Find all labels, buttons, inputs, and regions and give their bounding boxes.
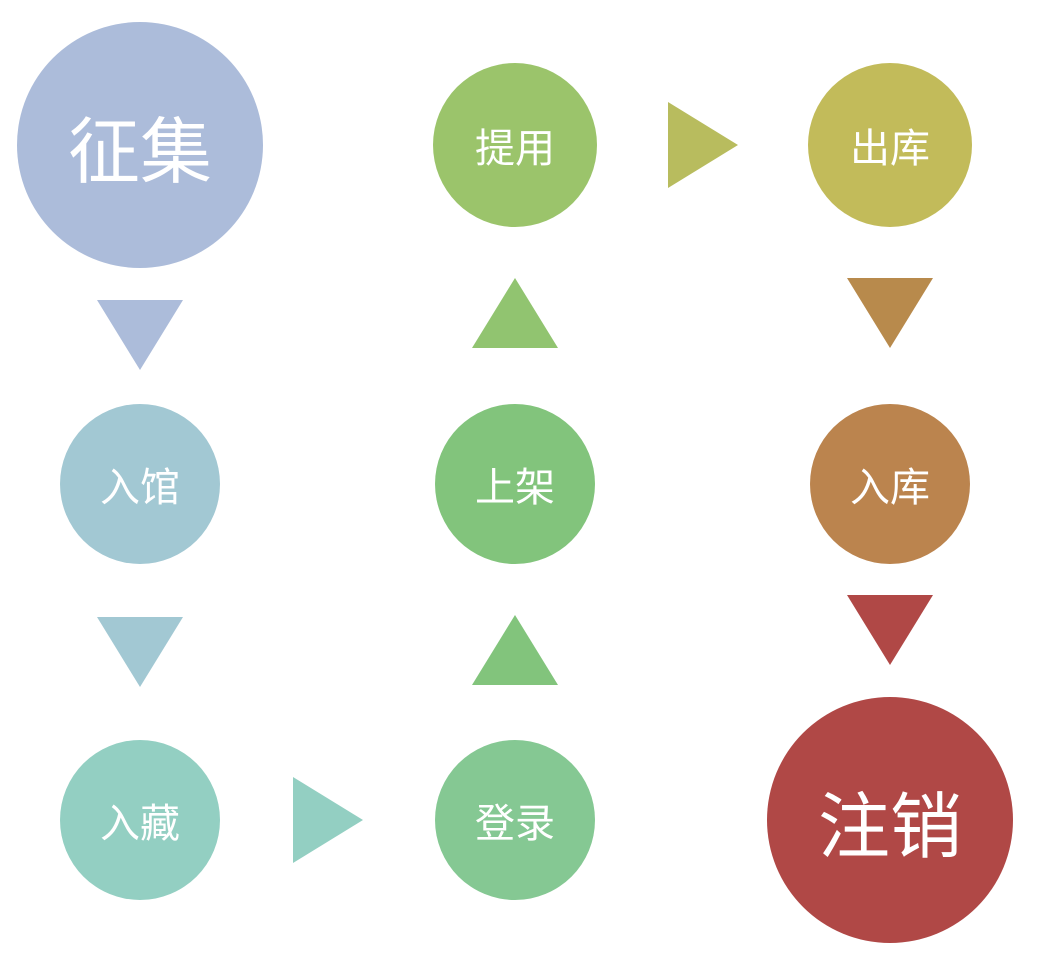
- node-label: 出库: [850, 126, 930, 172]
- arrow-down-icon: [847, 595, 933, 665]
- arrow-down-icon: [97, 617, 183, 687]
- node-ruku: 入库: [810, 404, 970, 564]
- node-label: 入藏: [100, 801, 180, 847]
- arrow-right-icon: [668, 102, 738, 188]
- node-label: 登录: [475, 801, 555, 847]
- node-label: 注销: [817, 784, 962, 869]
- node-tiyong: 提用: [433, 63, 597, 227]
- node-chuku: 出库: [808, 63, 972, 227]
- arrow-down-icon: [847, 278, 933, 348]
- node-shangjia: 上架: [435, 404, 595, 564]
- node-label: 上架: [475, 465, 555, 511]
- arrow-down-icon: [97, 300, 183, 370]
- node-ruguan: 入馆: [60, 404, 220, 564]
- node-label: 征集: [67, 109, 212, 194]
- node-denglu: 登录: [435, 740, 595, 900]
- node-rucang: 入藏: [60, 740, 220, 900]
- node-label: 提用: [475, 126, 555, 172]
- node-label: 入馆: [100, 465, 180, 511]
- node-zhengji: 征集: [17, 22, 263, 268]
- arrow-up-icon: [472, 278, 558, 348]
- node-zhuxiao: 注销: [767, 697, 1013, 943]
- node-label: 入库: [850, 465, 930, 511]
- arrow-right-icon: [293, 777, 363, 863]
- arrow-up-icon: [472, 615, 558, 685]
